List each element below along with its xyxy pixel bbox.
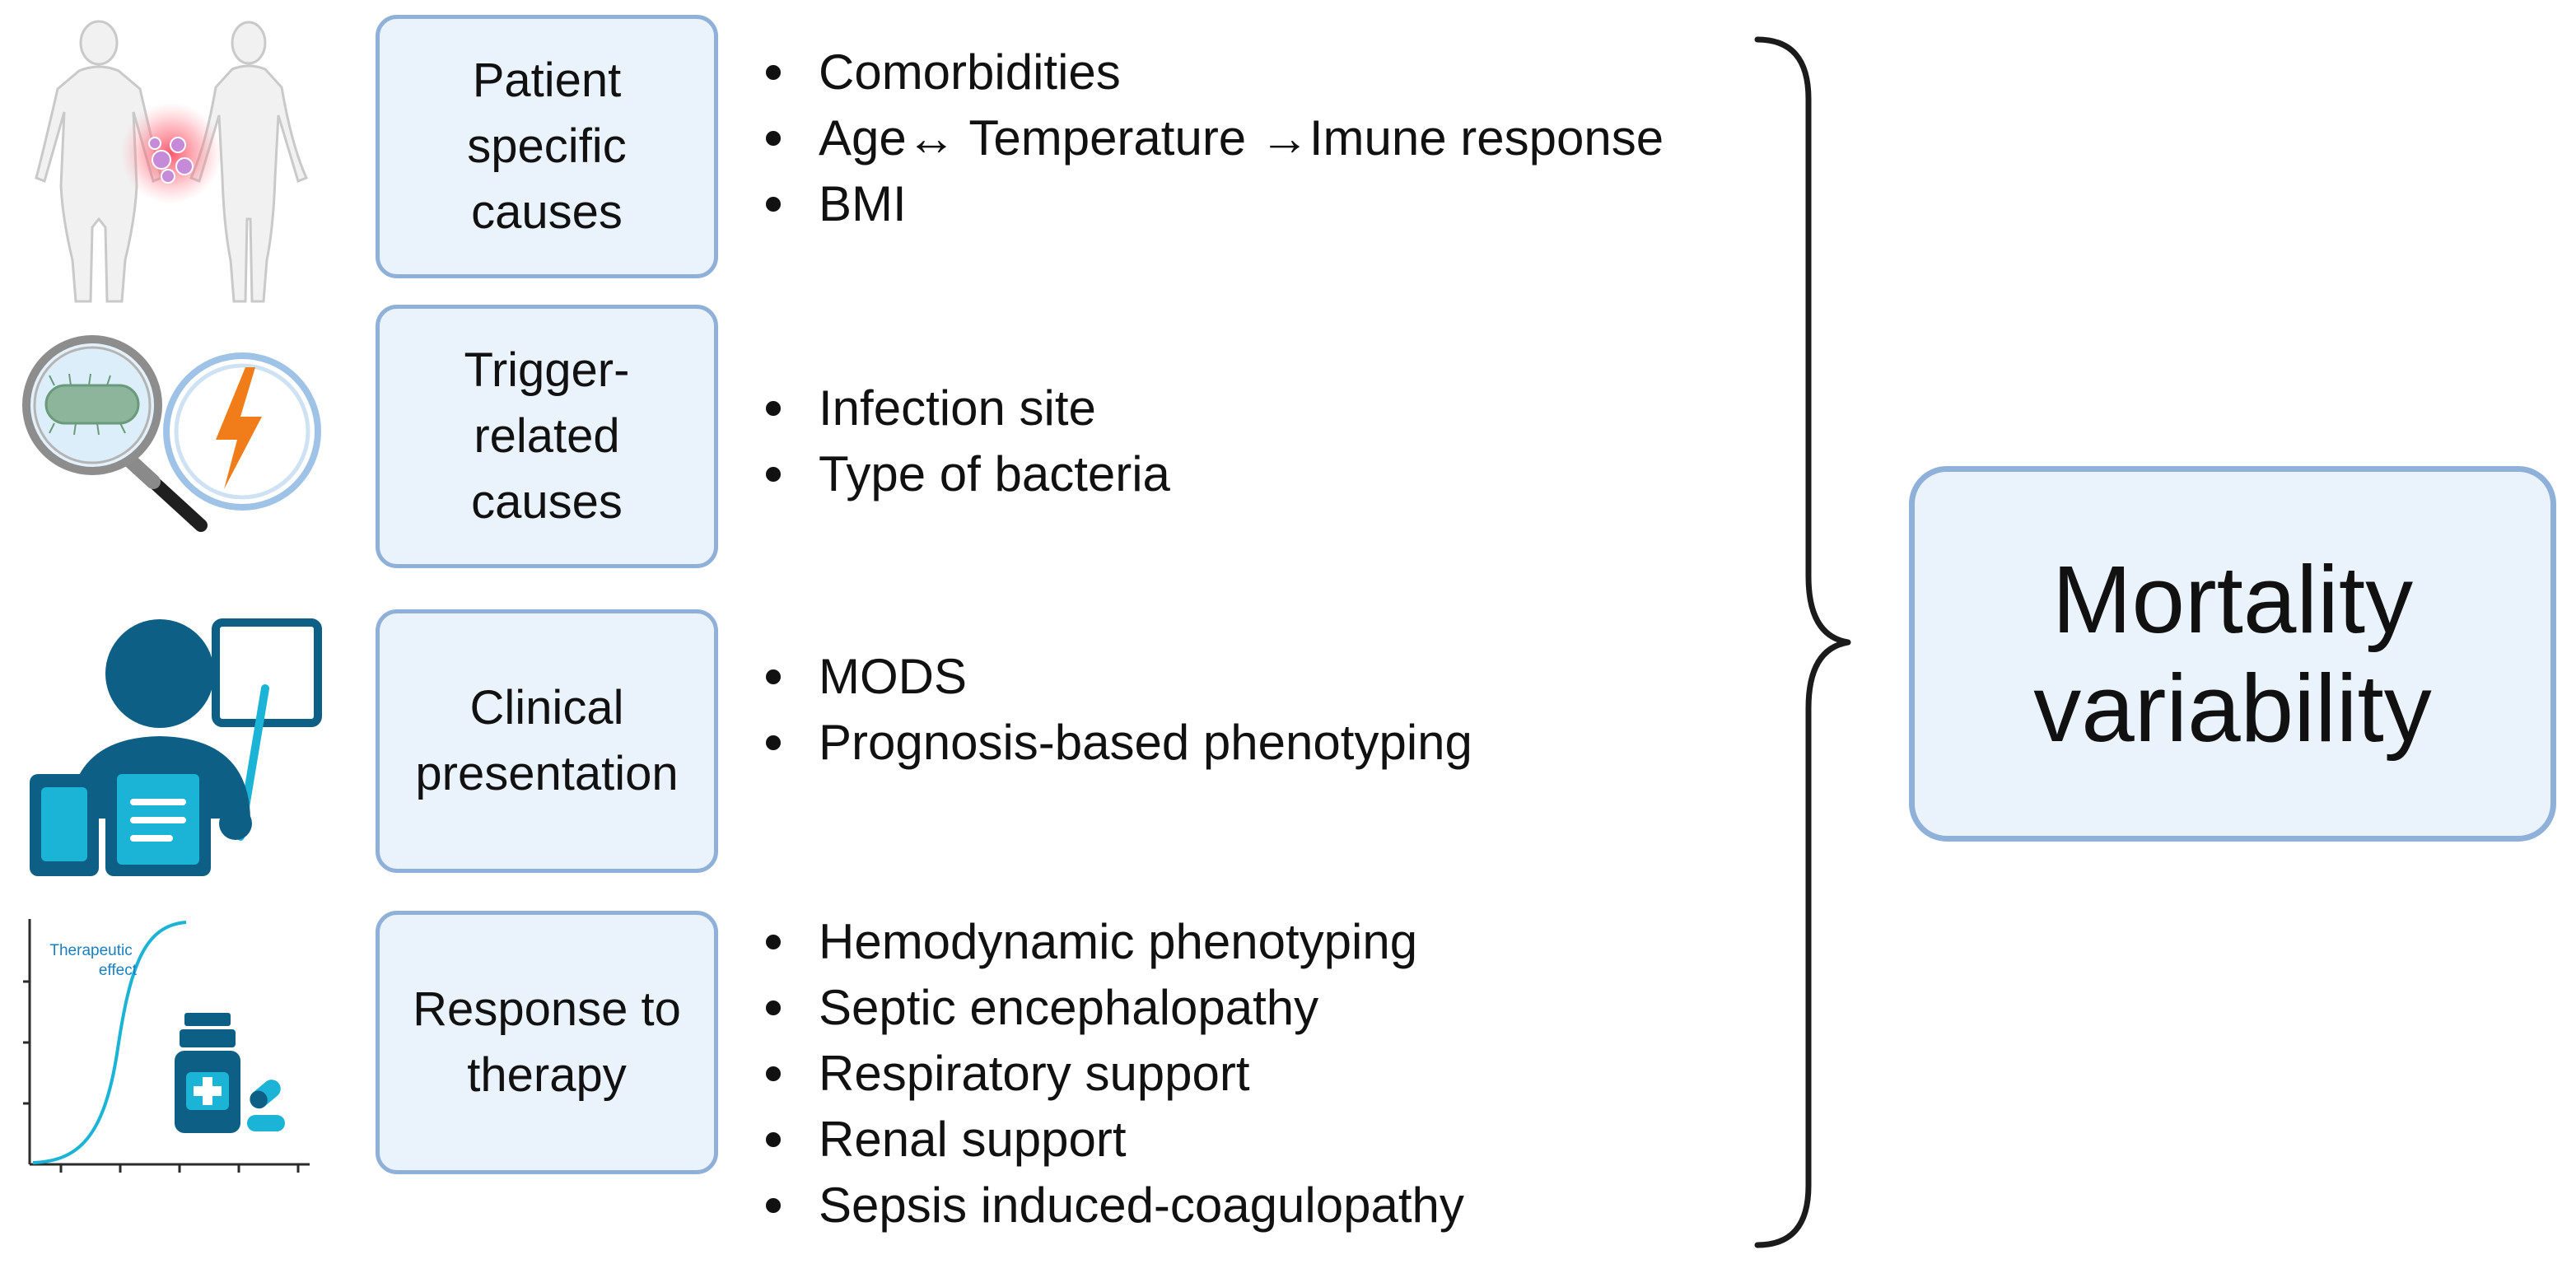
category-label: Trigger- related causes [464, 343, 630, 529]
therapeutic-effect-label: Therapeutic effect [49, 942, 137, 979]
bullet-list-patient-specific: Comorbidities Age↔ Temperature →Imune re… [766, 40, 1664, 237]
category-box-trigger-related: Trigger- related causes [376, 305, 718, 568]
list-item: BMI [766, 171, 1664, 237]
mortality-variability-box: Mortality variability [1909, 466, 2556, 842]
bullet-list-response-to-therapy: Hemodynamic phenotyping Septic encephalo… [766, 909, 1464, 1238]
list-item: Sepsis induced-coagulopathy [766, 1173, 1464, 1238]
dose-response-medication-icon: Therapeutic effect [23, 919, 310, 1173]
therapeutic-effect-line-2: effect [99, 962, 138, 979]
body-silhouette-icon [35, 20, 309, 303]
list-item: Respiratory support [766, 1041, 1464, 1107]
list-item: Septic encephalopathy [766, 975, 1464, 1041]
bullet-list-clinical-presentation: MODS Prognosis-based phenotyping [766, 644, 1472, 776]
curly-brace [1754, 36, 1851, 1248]
category-label: Patient specific causes [467, 54, 627, 239]
list-item: Comorbidities [766, 40, 1664, 105]
list-item: Hemodynamic phenotyping [766, 909, 1464, 975]
category-box-clinical-presentation: Clinical presentation [376, 609, 718, 873]
list-item: Type of bacteria [766, 441, 1170, 507]
bullet-list-trigger-related: Infection site Type of bacteria [766, 375, 1170, 507]
list-item: Age↔ Temperature →Imune response [766, 105, 1664, 171]
category-box-patient-specific: Patient specific causes [376, 15, 718, 278]
outcome-label: Mortality variability [2033, 546, 2432, 762]
clinician-presentation-icon [30, 618, 322, 876]
magnifier-bacteria-icon [22, 335, 321, 532]
therapeutic-effect-line-1: Therapeutic [49, 942, 132, 959]
category-box-response-to-therapy: Response to therapy [376, 911, 718, 1174]
category-label: Clinical presentation [415, 681, 679, 800]
list-item: Prognosis-based phenotyping [766, 710, 1472, 776]
list-item: MODS [766, 644, 1472, 710]
list-item: Infection site [766, 375, 1170, 441]
category-label: Response to therapy [413, 982, 681, 1102]
list-item: Renal support [766, 1107, 1464, 1173]
